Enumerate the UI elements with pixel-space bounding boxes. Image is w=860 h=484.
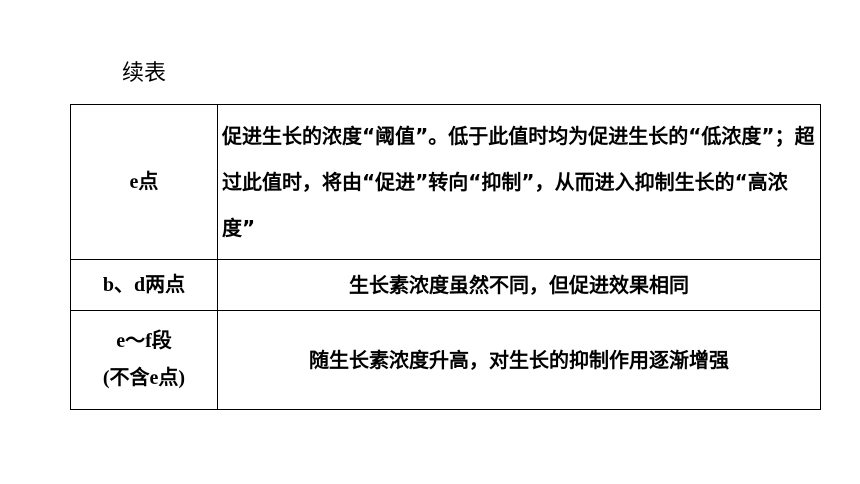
table-row: e点 促进生长的浓度“阈值”。低于此值时均为促进生长的“低浓度”；超过此值时，将…: [70, 104, 821, 260]
table-row: e～f段 (不含e点) 随生长素浓度升高，对生长的抑制作用逐渐增强: [70, 310, 821, 410]
data-table: e点 促进生长的浓度“阈值”。低于此值时均为促进生长的“低浓度”；超过此值时，将…: [70, 104, 821, 410]
row-text-e-point: 促进生长的浓度“阈值”。低于此值时均为促进生长的“低浓度”；超过此值时，将由“促…: [217, 104, 821, 260]
row-label-line2: (不含e点): [102, 367, 186, 389]
row-label-e-f-segment: e～f段 (不含e点): [70, 310, 218, 410]
row-text-e-f-segment: 随生长素浓度升高，对生长的抑制作用逐渐增强: [217, 310, 821, 410]
table-caption: 续表: [122, 61, 167, 86]
table-row: b、d两点 生长素浓度虽然不同，但促进效果相同: [70, 259, 821, 311]
row-label-e-point: e点: [70, 104, 218, 260]
row-label-line1: e～f段: [116, 330, 172, 352]
row-label-b-d-points: b、d两点: [70, 259, 218, 311]
row-text-b-d-points: 生长素浓度虽然不同，但促进效果相同: [217, 259, 821, 311]
